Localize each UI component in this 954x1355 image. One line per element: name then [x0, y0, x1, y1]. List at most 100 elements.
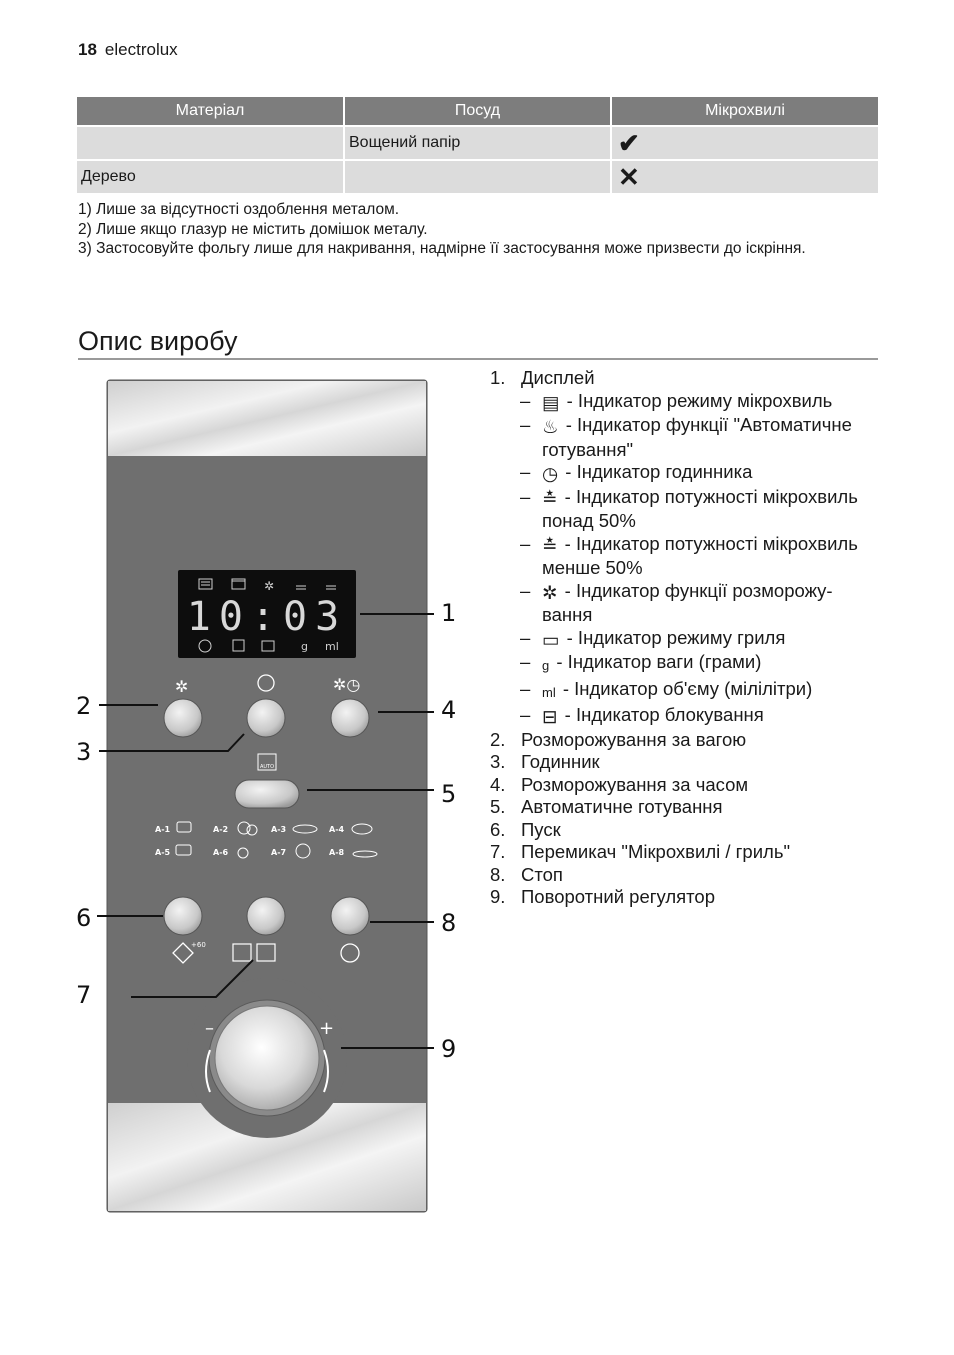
callout-number: 6 — [76, 904, 91, 932]
materials-table: Матеріал Посуд Мікрохвилі Вощений папір … — [77, 97, 878, 193]
table-cell: Вощений папір — [344, 125, 612, 160]
lock-icon: ⊟ — [542, 706, 558, 727]
dial-right-arrow-icon — [323, 1049, 329, 1093]
control-panel-illustration: ✲ 10:03 g ml ✲ ✲◷ AUTO A-1 A-2 A-3 A-4 A… — [76, 379, 456, 1213]
display-time: 10:03 — [187, 594, 347, 640]
column-header: Мікрохвилі — [611, 97, 878, 126]
page-number: 18 — [78, 40, 97, 59]
program-label: A-4 — [329, 825, 345, 834]
callout-number: 1 — [441, 599, 456, 627]
stop-icon — [340, 943, 360, 963]
sub-item: –✲ - Індикатор функції розморожу-вання — [520, 579, 833, 626]
dial-left-arrow-icon — [205, 1049, 211, 1093]
list-item: 4.Розморожування за часом — [490, 773, 749, 795]
clock-icon: ◷ — [542, 463, 559, 484]
list-item: 5.Автоматичне готування — [490, 796, 723, 817]
footnote: 3) Застосовуйте фольгу лише для накриван… — [78, 240, 806, 257]
list-item: 9.Поворотний регулятор — [490, 886, 715, 907]
list-item: 7.Перемикач "Мікрохвилі / гриль" — [490, 841, 791, 862]
table-cell: ✕ — [611, 159, 878, 193]
table-cell: ✔ — [611, 125, 878, 160]
program-food-icons — [175, 821, 378, 859]
grill-icon — [256, 943, 276, 962]
table-cell — [77, 125, 345, 160]
program-label: A-3 — [271, 825, 286, 834]
callout-numbers: 1 2 3 4 5 6 7 8 9 — [76, 599, 456, 1063]
auto-icon-label: AUTO — [260, 764, 274, 770]
defrost-weight-icon: ✲ — [175, 677, 188, 696]
callout-number: 3 — [76, 738, 91, 766]
start-icon — [172, 942, 194, 964]
clock-icon — [257, 674, 275, 692]
sub-item: –≛ - Індикатор потужності мікрохвиль пон… — [520, 485, 858, 532]
list-item: 3.Годинник — [490, 751, 600, 772]
program-label: A-1 — [155, 825, 171, 834]
start-plus60-label: +60 — [191, 941, 206, 949]
display-top-icons: ✲ — [198, 578, 336, 593]
sub-item: –≛ - Індикатор потужності мікрохвиль мен… — [520, 532, 858, 579]
table-row: Дерево ✕ — [77, 159, 878, 193]
defrost-icon: ✲ — [542, 581, 558, 603]
table-cell: Дерево — [77, 159, 345, 193]
callout-number: 8 — [441, 909, 456, 937]
defrost-time-icon: ✲◷ — [333, 675, 360, 694]
stop-button — [330, 896, 370, 936]
auto-cook-button — [234, 779, 300, 809]
auto-cook-icon: ♨ — [542, 416, 559, 437]
program-label: A-8 — [329, 848, 345, 857]
svg-text:✲: ✲ — [264, 579, 274, 593]
display-bottom-icons — [198, 639, 275, 653]
rotary-dial — [214, 1005, 320, 1111]
gram-icon: g — [542, 658, 550, 673]
list-item: 6.Пуск — [490, 818, 561, 840]
column-header: Посуд — [344, 97, 612, 126]
sub-item: –▭ - Індикатор режиму гриля — [520, 626, 786, 650]
callout-number: 2 — [76, 692, 91, 720]
microwave-mode-icon: ▤ — [542, 391, 560, 413]
footnote: 1) Лише за відсутності оздоблення метало… — [78, 201, 400, 218]
table-row: Вощений папір ✔ — [77, 125, 878, 160]
cross-icon: ✕ — [618, 161, 640, 192]
callout-number: 4 — [441, 696, 456, 724]
table-header-row: Матеріал Посуд Мікрохвилі — [77, 97, 878, 126]
steel-trim-top — [108, 381, 426, 456]
footnote: 2) Лише якщо глазур не містить домішок м… — [78, 220, 428, 238]
callout-lines — [97, 613, 434, 1049]
auto-program-labels: A-1 A-2 A-3 A-4 A-5 A-6 A-7 A-8 — [155, 825, 345, 857]
footnotes: 1) Лише за відсутності оздоблення метало… — [78, 200, 878, 259]
callout-number: 7 — [76, 981, 91, 1009]
check-icon: ✔ — [618, 127, 640, 158]
dial-minus-label: – — [205, 1018, 214, 1039]
program-label: A-2 — [213, 825, 228, 834]
brand-name: electrolux — [104, 40, 178, 59]
legend-list: 1.Дисплей –▤ - Індикатор режиму мікрохви… — [490, 367, 880, 909]
sub-item: –♨ - Індикатор функції "Автоматичне готу… — [520, 414, 852, 460]
list-item: 2.Розморожування за вагою — [490, 728, 747, 750]
dial-plus-label: + — [319, 1018, 334, 1039]
display-unit-ml: ml — [325, 640, 339, 653]
power-high-icon: ≛ — [542, 487, 558, 509]
sub-item: –▤ - Індикатор режиму мікрохвиль — [520, 389, 833, 413]
program-label: A-6 — [213, 848, 229, 857]
sub-item: –⊟ - Індикатор блокування — [520, 704, 764, 727]
callout-number: 5 — [441, 780, 456, 808]
program-label: A-7 — [271, 848, 286, 857]
table-cell — [344, 159, 612, 193]
start-button — [163, 896, 203, 936]
section-title: Опис виробу — [78, 326, 878, 360]
page-header: 18 electrolux — [78, 40, 178, 60]
power-low-icon: ≛ — [542, 534, 558, 556]
column-header: Матеріал — [77, 97, 345, 126]
sub-item: –ml - Індикатор об'єму (мілілітри) — [490, 678, 880, 705]
sub-item: –g - Індикатор ваги (грами) — [490, 651, 880, 678]
sub-item: –◷ - Індикатор годинника — [520, 461, 753, 484]
defrost-weight-button — [163, 698, 203, 738]
list-item: 1.Дисплей — [490, 367, 595, 388]
callout-number: 9 — [441, 1035, 456, 1063]
mode-button — [246, 896, 286, 936]
program-label: A-5 — [155, 848, 171, 857]
list-item: 8.Стоп — [490, 863, 563, 885]
defrost-time-button — [330, 698, 370, 738]
clock-button — [246, 698, 286, 738]
grill-icon: ▭ — [542, 628, 560, 650]
